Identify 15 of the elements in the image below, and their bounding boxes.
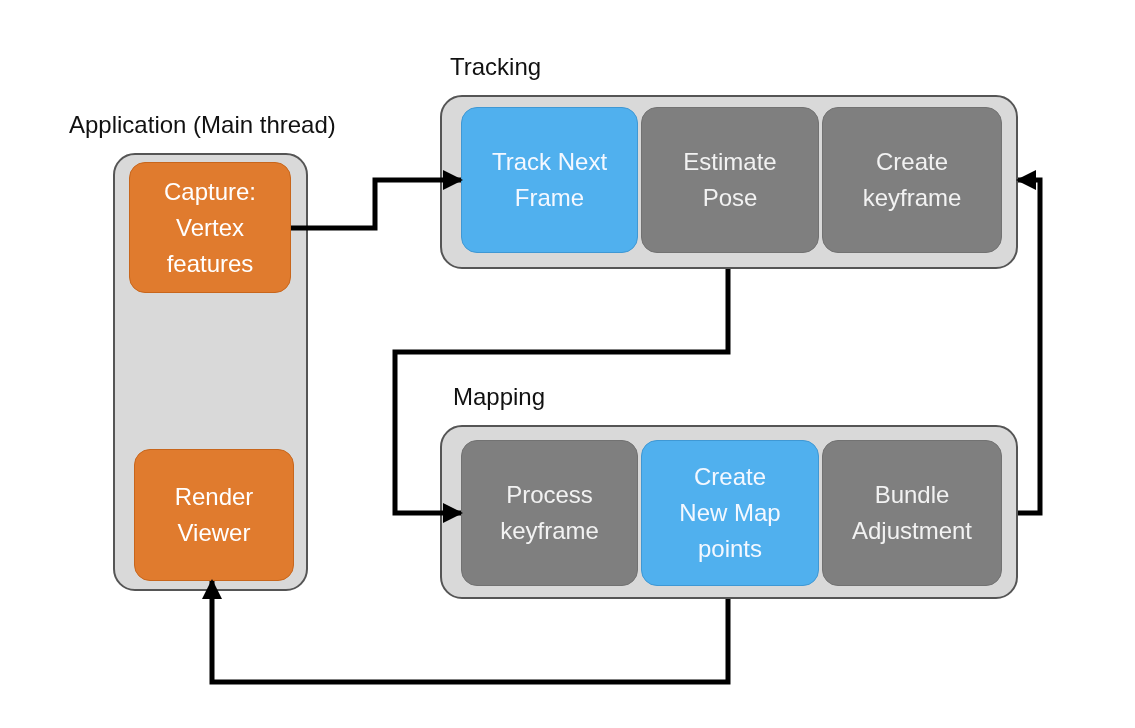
process-box: Create keyframe [822,107,1002,253]
group-heading: Application (Main thread) [69,111,336,139]
process-box: Render Viewer [134,449,294,581]
arrow [392,269,731,523]
group-heading: Tracking [450,53,542,81]
process-box: Bundle Adjustment [822,440,1002,586]
process-box: Capture: Vertex features [129,162,291,293]
group-heading: Mapping [453,383,546,411]
process-box: Process keyframe [461,440,638,586]
process-box: Create New Map points [641,440,819,586]
process-box: Estimate Pose [641,107,819,253]
arrow [291,170,463,231]
process-box: Track Next Frame [461,107,638,253]
arrow [1016,170,1043,516]
arrow [202,579,731,685]
